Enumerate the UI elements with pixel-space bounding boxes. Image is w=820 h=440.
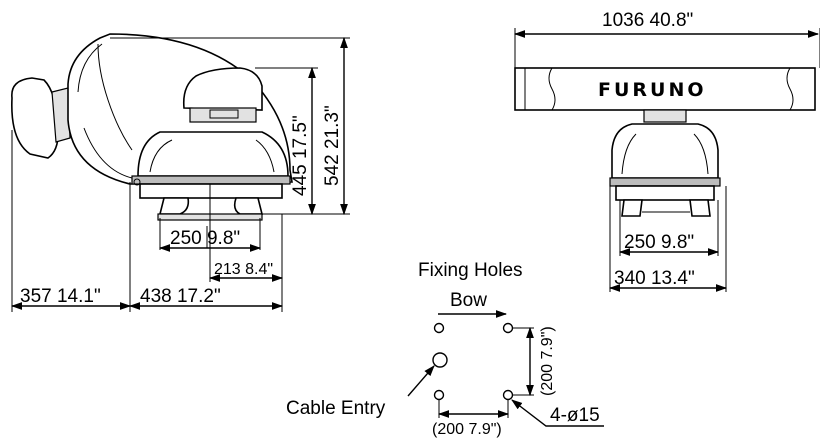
fixing-hole (502, 322, 514, 334)
pedestal-housing (611, 123, 719, 179)
mounting-foot-right (233, 197, 264, 215)
dim-housing-width: 340 13.4" (614, 268, 695, 289)
upper-cap (182, 67, 263, 111)
fixing-hole (502, 389, 514, 401)
dim-antenna-length: 1036 40.8" (602, 10, 693, 31)
antenna-array (514, 67, 816, 111)
dim-hole-spacing-vertical: (200 7.9") (539, 326, 556, 396)
fixing-holes-diagram: Fixing Holes Bow (200 7.9") (200 7.9") C… (286, 260, 604, 438)
base-rim (131, 175, 291, 185)
counterweight-neck (51, 87, 71, 143)
cable-entry-label: Cable Entry (286, 398, 386, 419)
dim-depth-front: 438 17.2" (140, 286, 221, 307)
dim-height-total: 542 21.3" (322, 105, 343, 186)
rear-counterweight (11, 77, 60, 159)
front-view: 1036 40.8" FURUNO 250 9.8" 340 13.4" (513, 10, 820, 292)
mounting-foot-left (158, 197, 190, 215)
dim-front-base-width: 250 9.8" (624, 232, 694, 253)
pedestal-neck (643, 109, 687, 123)
cable-entry-hole (432, 352, 448, 368)
side-view: 357 14.1" 438 17.2" 250 9.8" 213 8.4" 44… (10, 33, 350, 312)
dim-hole-spacing-horizontal: (200 7.9") (432, 421, 502, 438)
cap-collar (189, 107, 257, 123)
front-foot-right (689, 199, 711, 217)
dim-depth-rear: 357 14.1" (20, 286, 101, 307)
hole-size-label: 4-ø15 (550, 405, 600, 426)
dim-base-width: 250 9.8" (170, 228, 240, 249)
dim-height-dome: 445 17.5" (290, 115, 311, 196)
lower-dome (137, 131, 289, 177)
front-foot-left (621, 199, 643, 217)
brand-logo: FURUNO (598, 79, 707, 101)
dim-base-offset: 213 8.4" (214, 261, 273, 278)
fixing-holes-title: Fixing Holes (418, 260, 523, 281)
fixing-hole (433, 322, 445, 334)
bow-label: Bow (450, 290, 487, 311)
fixing-hole (433, 389, 445, 401)
